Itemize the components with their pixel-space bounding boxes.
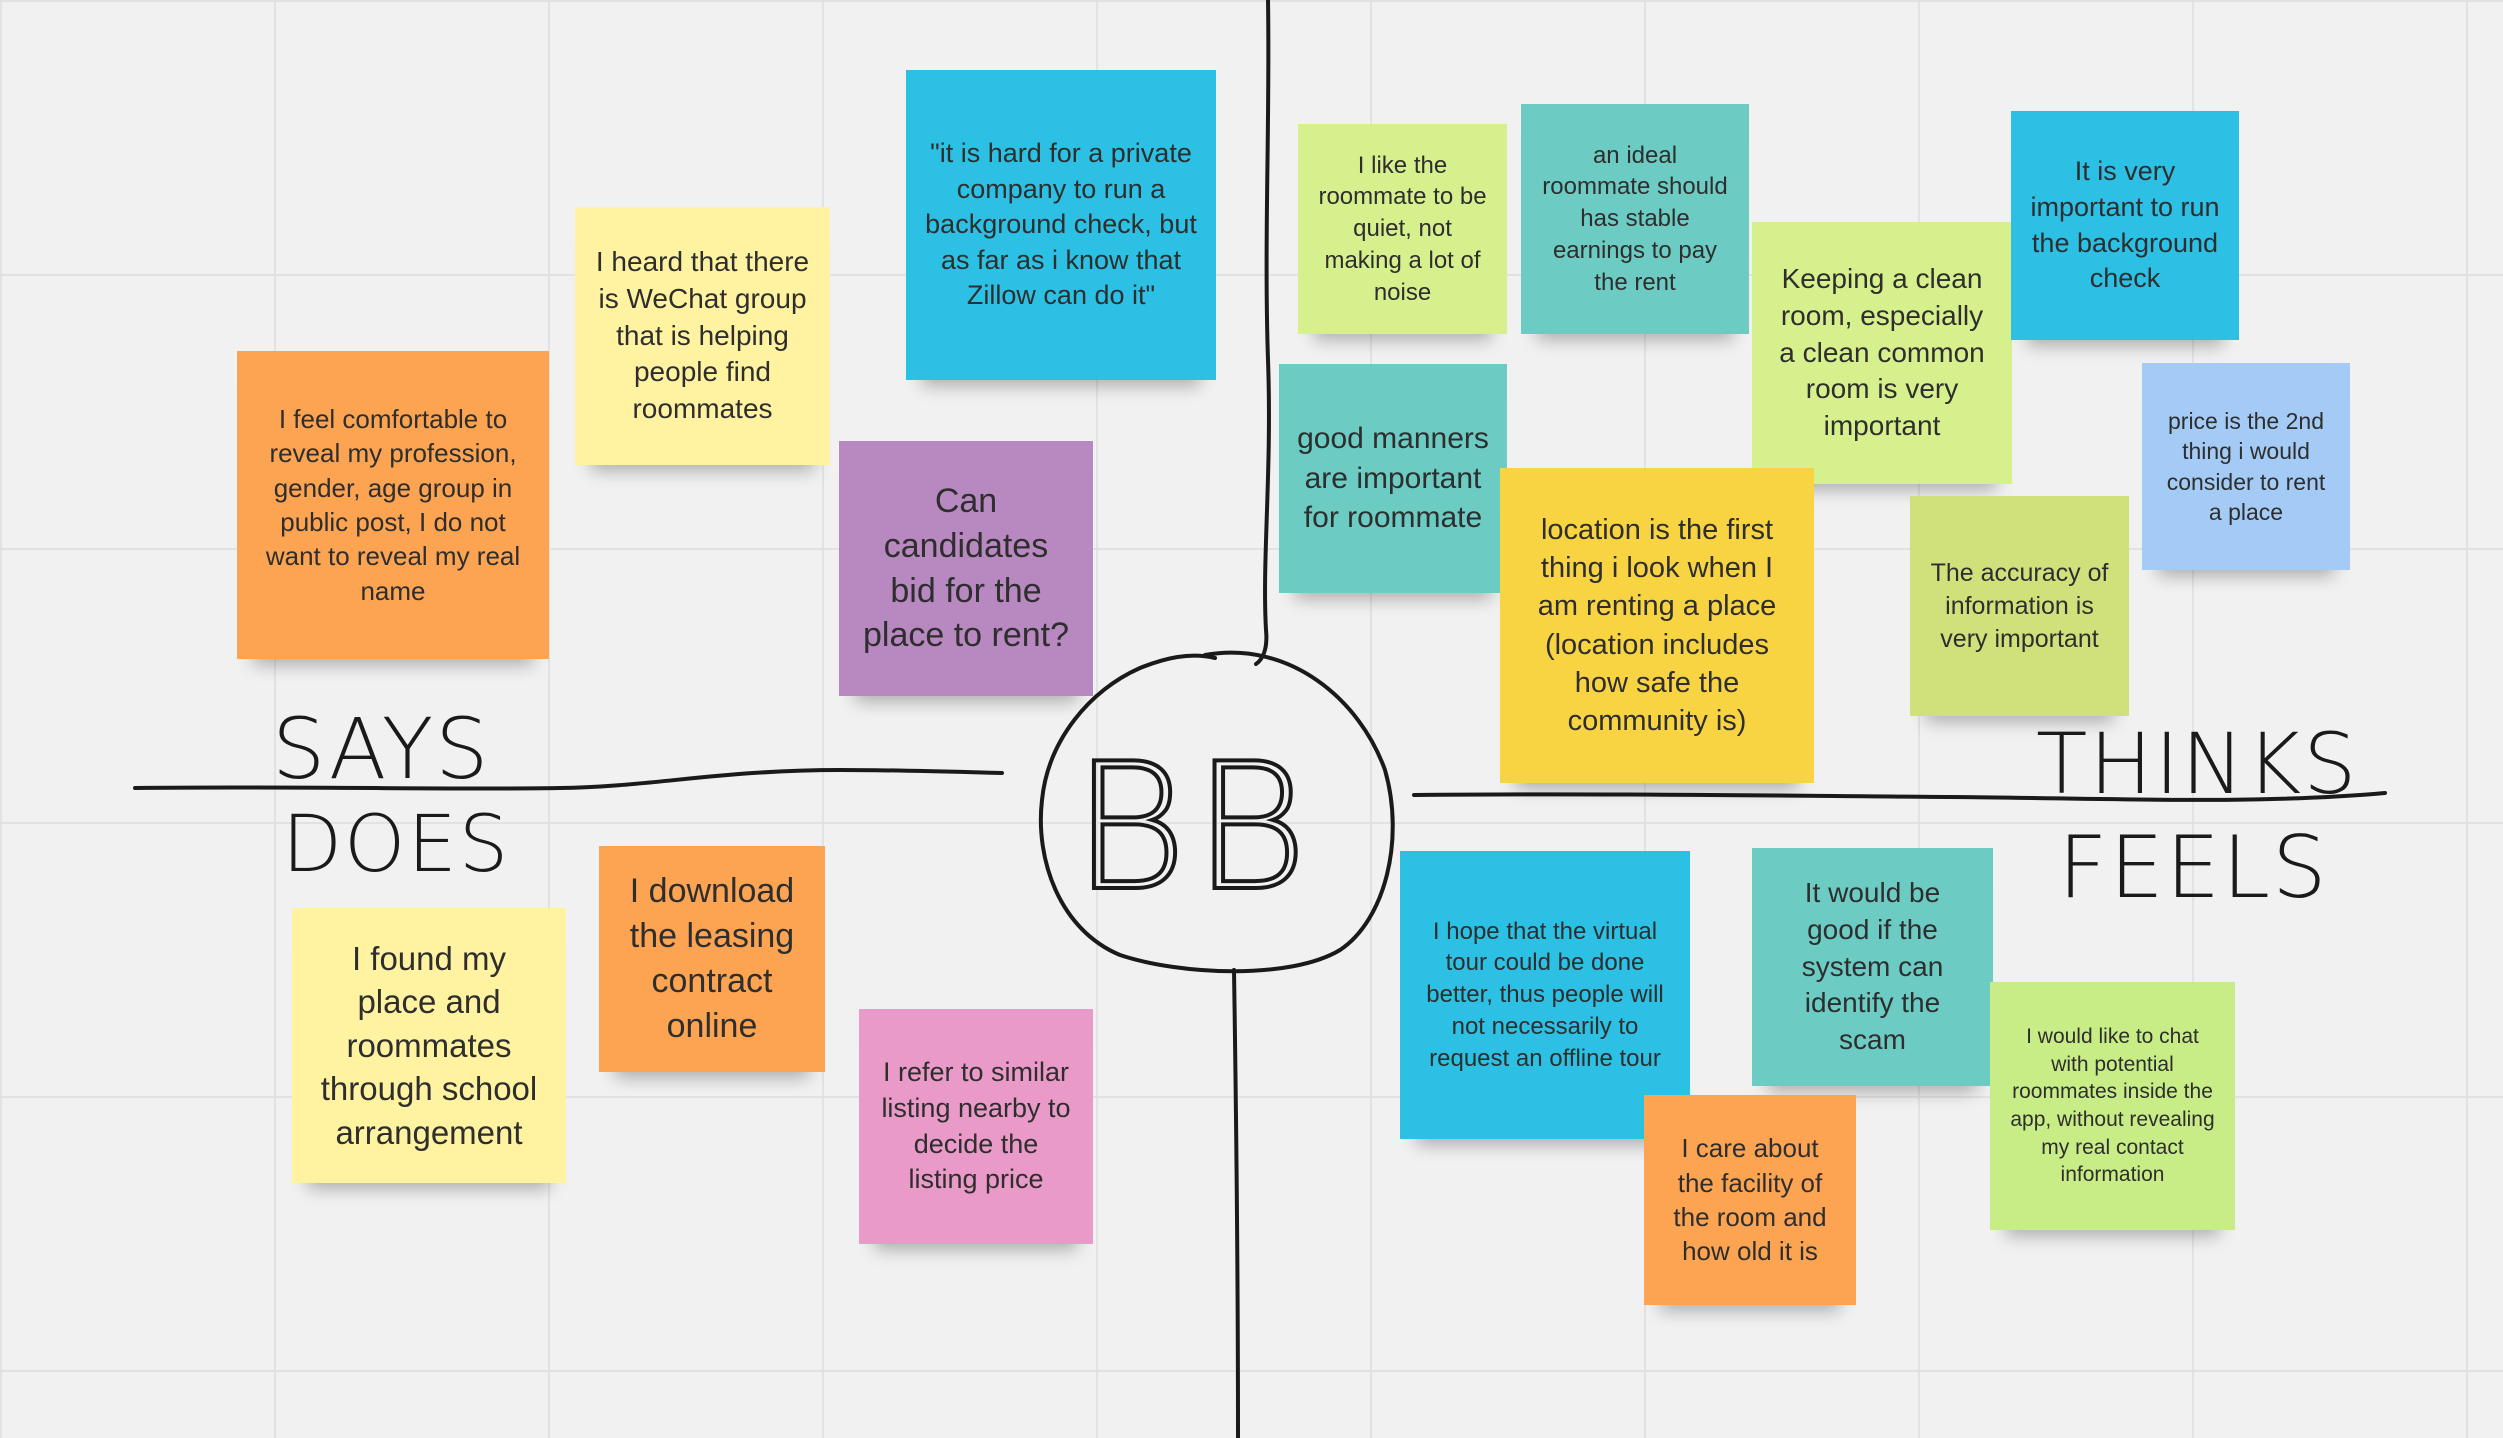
sticky-note[interactable]: I hope that the virtual tour could be do… <box>1400 851 1690 1139</box>
center-circle <box>1038 650 1395 974</box>
sticky-note[interactable]: It would be good if the system can ident… <box>1752 848 1993 1086</box>
sticky-note[interactable]: I found my place and roommates through s… <box>292 908 566 1183</box>
sticky-note[interactable]: location is the first thing i look when … <box>1500 468 1814 783</box>
sticky-note[interactable]: "it is hard for a private company to run… <box>906 70 1216 380</box>
sticky-note[interactable]: I like the roommate to be quiet, not mak… <box>1298 124 1507 334</box>
sticky-note[interactable]: I refer to similar listing nearby to dec… <box>859 1009 1093 1244</box>
sticky-note[interactable]: I care about the facility of the room an… <box>1644 1095 1856 1305</box>
sticky-note[interactable]: It is very important to run the backgrou… <box>2011 111 2239 340</box>
sticky-note[interactable]: I would like to chat with potential room… <box>1990 982 2235 1230</box>
sticky-note[interactable]: I heard that there is WeChat group that … <box>575 207 830 465</box>
sticky-note[interactable]: Can candidates bid for the place to rent… <box>839 441 1093 696</box>
vertical-divider-top <box>1254 0 1271 666</box>
horizontal-divider-left <box>133 767 1004 791</box>
sticky-note[interactable]: good manners are important for roommate <box>1279 364 1507 593</box>
quadrant-label-feels: FEELS <box>2058 818 2329 918</box>
sticky-note[interactable]: price is the 2nd thing i would consider … <box>2142 363 2350 570</box>
sticky-note[interactable]: an ideal roommate should has stable earn… <box>1521 104 1749 334</box>
sticky-note[interactable]: I download the leasing contract online <box>599 846 825 1072</box>
sticky-note[interactable]: I feel comfortable to reveal my professi… <box>237 351 549 659</box>
sticky-note[interactable]: The accuracy of information is very impo… <box>1910 496 2129 716</box>
quadrant-label-thinks: THINKS <box>2036 715 2359 813</box>
center-label: BB <box>1072 727 1313 930</box>
sticky-note[interactable]: Keeping a clean room, especially a clean… <box>1752 222 2012 484</box>
quadrant-label-does: DOES <box>282 800 511 890</box>
quadrant-label-says: SAYS <box>272 700 491 798</box>
vertical-divider-bottom <box>1232 968 1240 1438</box>
